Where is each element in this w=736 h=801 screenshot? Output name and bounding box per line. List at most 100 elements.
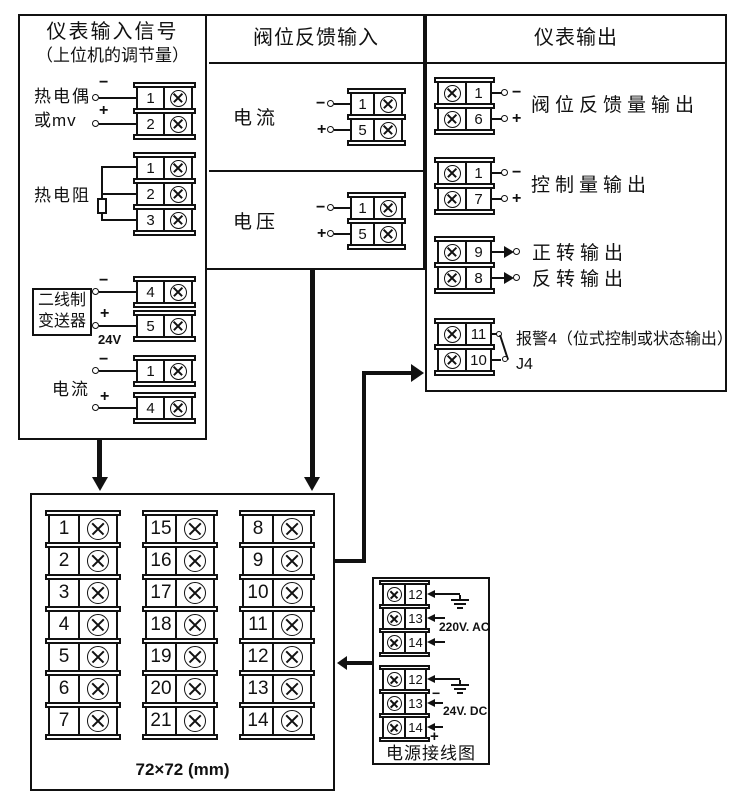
terminal-row: 8 <box>437 268 492 288</box>
valve-voltage-terminals: 1 5 <box>347 192 406 250</box>
screw-icon <box>177 708 213 734</box>
connection-arrow <box>346 661 372 665</box>
terminal-number: 4 <box>138 282 165 302</box>
terminal-row: 12 <box>242 644 312 670</box>
terminal-cap <box>142 670 218 676</box>
screw-icon <box>177 644 213 670</box>
plus-sign: + <box>317 121 327 138</box>
terminal-number: 11 <box>465 324 490 344</box>
terminal-number: 14 <box>404 633 425 652</box>
screw-icon <box>177 580 213 606</box>
wire <box>435 593 460 595</box>
wire <box>492 277 504 279</box>
divider <box>209 62 423 64</box>
wire <box>435 726 443 728</box>
screw-icon <box>274 612 310 638</box>
terminal-row: 1 <box>48 516 118 542</box>
ground-icon <box>457 607 463 609</box>
terminal-row: 10 <box>242 580 312 606</box>
wire <box>334 129 350 131</box>
terminal-cap <box>239 638 315 644</box>
terminal-row: 9 <box>242 548 312 574</box>
valve-feedback-out-terminals: 1 6 <box>434 77 495 135</box>
connection-arrow <box>362 371 366 563</box>
terminal-cap <box>142 702 218 708</box>
wire <box>435 702 443 704</box>
arrow-left-icon <box>427 614 435 622</box>
wire-node <box>501 89 508 96</box>
terminal-number: 10 <box>244 580 274 606</box>
wire <box>99 123 136 125</box>
terminal-cap <box>133 152 196 158</box>
screw-icon <box>165 316 191 336</box>
screw-icon <box>439 189 465 209</box>
wire-node <box>513 274 520 281</box>
terminal-number: 13 <box>404 694 425 713</box>
arrow-down-icon <box>304 477 320 491</box>
current-input-label: 电流 <box>52 380 90 399</box>
terminal-number: 5 <box>138 316 165 336</box>
terminal-cap <box>133 276 196 282</box>
screw-icon <box>80 580 116 606</box>
wire <box>334 233 350 235</box>
divider <box>209 170 423 172</box>
terminal-row: 10 <box>437 350 492 370</box>
terminal-number: 7 <box>465 189 490 209</box>
terminal-number: 6 <box>465 109 490 129</box>
control-out-terminals: 1 7 <box>434 157 495 215</box>
terminal-cap <box>45 638 121 644</box>
terminal-cap <box>133 82 196 88</box>
terminal-number: 4 <box>138 398 165 418</box>
wire <box>492 359 501 361</box>
screw-icon <box>165 398 191 418</box>
plus-sign: + <box>100 305 110 322</box>
screw-icon <box>274 548 310 574</box>
terminal-row: 2 <box>48 548 118 574</box>
screw-icon <box>80 644 116 670</box>
terminal-row: 3 <box>48 580 118 606</box>
transmitter-terminal-4: 4 <box>133 276 196 308</box>
terminal-row: 1 <box>437 83 492 103</box>
input-box-title-line2: （上位机的调节量） <box>36 46 189 65</box>
terminal-row: 5 <box>350 224 403 244</box>
terminal-cap <box>347 88 406 94</box>
power-dc-label: 24V. DC <box>443 704 488 718</box>
output-box-title: 仪表输出 <box>534 27 618 49</box>
terminal-cap <box>379 737 430 742</box>
terminal-cap <box>45 734 121 740</box>
arrow-down-icon <box>92 477 108 491</box>
terminal-cap <box>379 652 430 657</box>
terminal-row: 17 <box>145 580 215 606</box>
plus-sign: + <box>317 225 327 242</box>
resistor-icon <box>97 198 107 214</box>
terminal-row: 14 <box>382 718 427 737</box>
minus-sign: − <box>99 74 109 91</box>
terminal-number: 14 <box>244 708 274 734</box>
screw-icon <box>384 718 404 737</box>
terminal-row: 14 <box>242 708 312 734</box>
ground-icon <box>454 603 466 605</box>
terminal-cap <box>347 244 406 250</box>
arrow-right-icon <box>504 272 514 284</box>
terminal-row: 4 <box>136 398 193 418</box>
transmitter-label-line1: 二线制 <box>37 292 86 309</box>
wire <box>492 172 502 174</box>
screw-icon <box>165 282 191 302</box>
connection-arrow <box>366 371 412 375</box>
power-dc-terminals: 12 13 14 <box>379 665 430 742</box>
terminal-cap <box>142 574 218 580</box>
terminal-cap <box>142 542 218 548</box>
screw-icon <box>80 676 116 702</box>
terminal-cap <box>434 157 495 163</box>
minus-sign: − <box>99 351 109 368</box>
arrow-left-icon <box>337 656 347 670</box>
forward-out-label: 正转输出 <box>532 243 629 264</box>
terminal-number: 1 <box>465 83 490 103</box>
wire <box>435 617 445 619</box>
terminal-cap <box>434 344 495 350</box>
terminal-block-caption: 72×72 (mm) <box>135 760 230 779</box>
screw-icon <box>439 109 465 129</box>
terminal-number: 5 <box>50 644 80 670</box>
valve-voltage-label: 电压 <box>233 212 280 233</box>
